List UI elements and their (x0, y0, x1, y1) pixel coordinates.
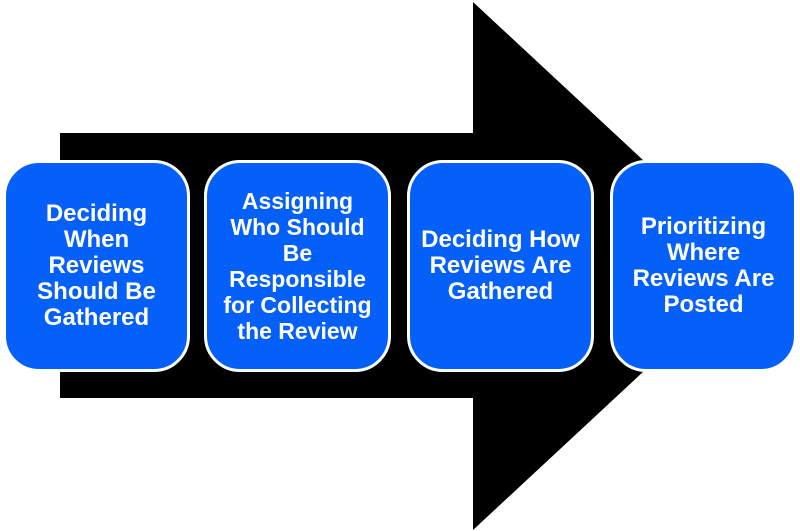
step-box-3: Deciding How Reviews Are Gathered (407, 160, 594, 372)
step-box-2: Assigning Who Should Be Responsible for … (204, 160, 391, 372)
step-label-1: Deciding When Reviews Should Be Gathered (37, 200, 156, 331)
step-label-2: Assigning Who Should Be Responsible for … (223, 188, 372, 344)
step-box-4: Prioritizing Where Reviews Are Posted (610, 160, 797, 372)
step-label-3: Deciding How Reviews Are Gathered (421, 226, 580, 305)
step-label-4: Prioritizing Where Reviews Are Posted (632, 213, 775, 318)
step-box-1: Deciding When Reviews Should Be Gathered (3, 160, 190, 372)
